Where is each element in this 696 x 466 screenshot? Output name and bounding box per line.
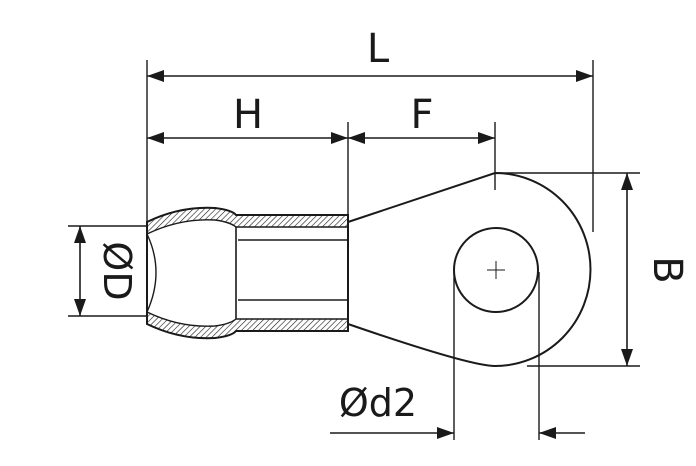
arrow-L-left [147,70,164,82]
insulation-wall-top [146,207,349,236]
dimension-lines [79,75,628,434]
arrow-d2-left [437,427,454,439]
arrow-B-bottom [621,349,633,366]
ring-hole [453,227,539,313]
insulation-wall-bottom [146,310,349,339]
arrow-D-top [74,226,86,243]
arrow-d2-right [539,427,556,439]
label-F: F [410,92,433,138]
label-B: B [644,256,690,283]
arrow-B-top [621,173,633,190]
arrow-H-right [331,132,348,144]
terminal [146,171,592,368]
ring-tongue-outline [347,171,592,368]
insulation-funnel-curve [146,233,157,313]
arrowheads [74,70,633,439]
arrow-H-left [147,132,164,144]
label-d2: Ød2 [339,381,417,425]
arrow-F-left [348,132,365,144]
label-L: L [367,26,390,72]
label-H: H [233,92,263,138]
arrow-D-bottom [74,299,86,316]
arrow-F-right [478,132,495,144]
arrow-L-right [576,70,593,82]
label-D: ØD [95,241,139,300]
